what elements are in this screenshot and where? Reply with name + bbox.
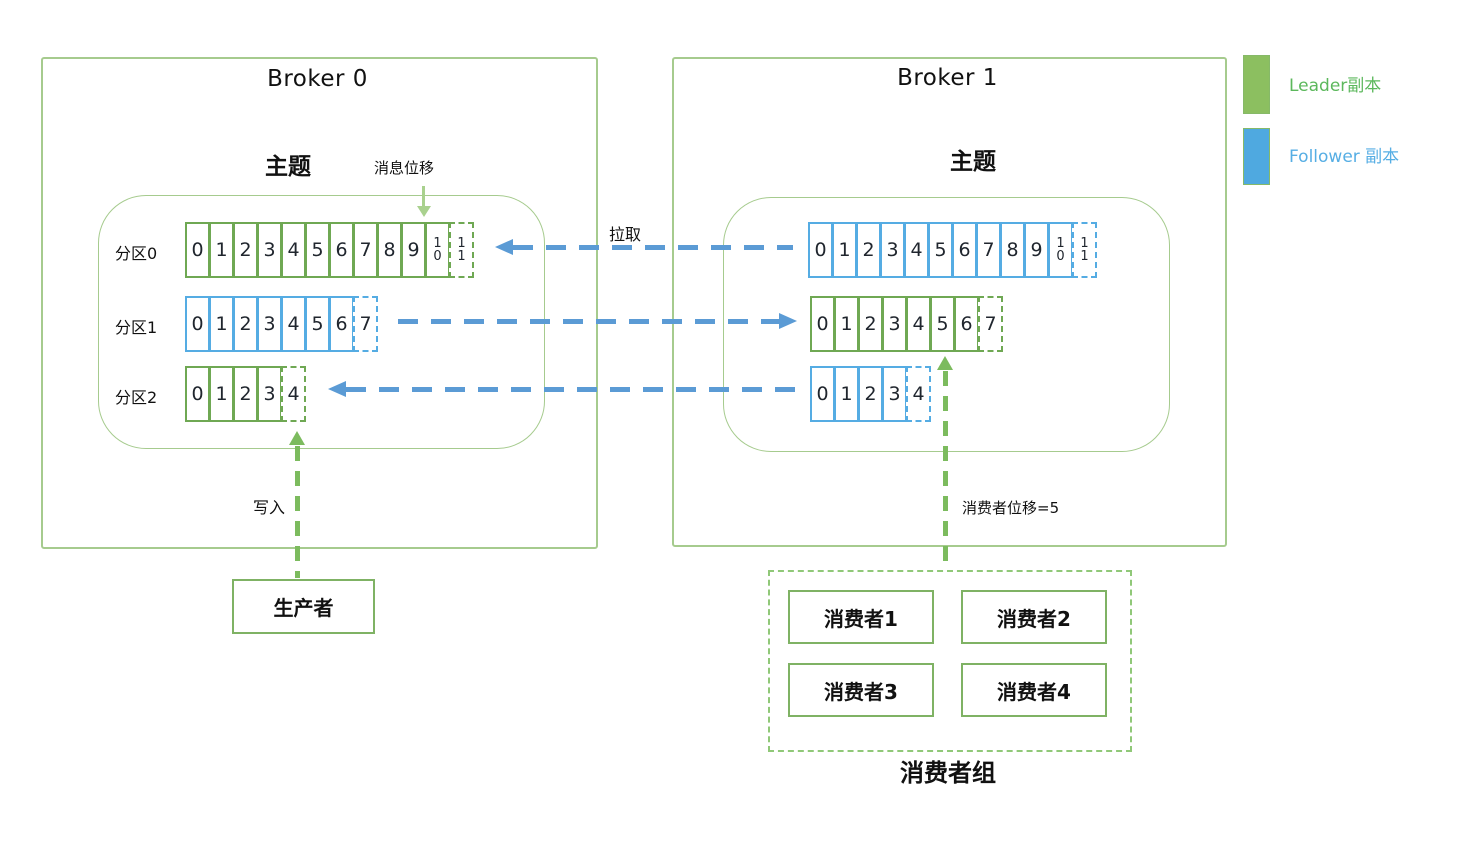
message-offset-arrowhead-icon — [417, 206, 431, 217]
offset-cell: 1 1 — [1072, 222, 1097, 278]
consumer-box-2: 消费者2 — [961, 590, 1107, 644]
pull-label: 拉取 — [609, 225, 642, 244]
offset-cell: 2 — [858, 296, 883, 352]
message-offset-arrow — [422, 186, 425, 207]
producer-box: 生产者 — [232, 579, 375, 634]
offset-cell: 4 — [281, 366, 306, 422]
consumer1-label: 消费者1 — [824, 606, 898, 631]
offset-cell: 8 — [1000, 222, 1025, 278]
offset-cell: 5 — [305, 296, 330, 352]
offset-cell: 1 0 — [1048, 222, 1073, 278]
offset-cell: 6 — [329, 296, 354, 352]
consumer-offset-label: 消费者位移=5 — [962, 499, 1060, 517]
pull-arrow-partition2 — [346, 387, 795, 392]
offset-cell: 3 — [257, 366, 282, 422]
consumer-group-label: 消费者组 — [900, 759, 996, 787]
offset-cell: 0 — [810, 296, 835, 352]
offset-cell: 1 1 — [449, 222, 474, 278]
pull-arrow-partition2-head-icon — [328, 381, 346, 397]
offset-cell: 9 — [1024, 222, 1049, 278]
offset-cell: 3 — [882, 366, 907, 422]
pull-arrow-partition1-head-icon — [779, 313, 797, 329]
offset-cell: 0 — [185, 222, 210, 278]
consumer-box-4: 消费者4 — [961, 663, 1107, 717]
offset-cell: 7 — [353, 222, 378, 278]
consumer-offset-arrow — [943, 371, 948, 570]
pull-arrow-partition0-head-icon — [495, 239, 513, 255]
offset-cell: 0 — [185, 296, 210, 352]
consumer-box-3: 消费者3 — [788, 663, 934, 717]
producer-write-arrowhead-icon — [289, 431, 305, 445]
offset-cell: 4 — [904, 222, 929, 278]
partition1-label: 分区1 — [115, 318, 158, 337]
offset-cell: 4 — [906, 296, 931, 352]
consumer3-label: 消费者3 — [824, 679, 898, 704]
leader-replica-swatch — [1243, 55, 1270, 114]
broker0-topic-label: 主题 — [265, 154, 311, 180]
offset-cell: 1 — [209, 296, 234, 352]
consumer2-label: 消费者2 — [997, 606, 1071, 631]
offset-cell: 1 — [209, 222, 234, 278]
follower-replica-swatch — [1243, 128, 1270, 185]
offset-cell: 4 — [906, 366, 931, 422]
offset-cell: 2 — [856, 222, 881, 278]
offset-cell: 0 — [810, 366, 835, 422]
pull-arrow-partition1 — [398, 319, 779, 324]
offset-cell: 2 — [858, 366, 883, 422]
offset-cell: 8 — [377, 222, 402, 278]
offset-cell: 2 — [233, 222, 258, 278]
offset-cell: 4 — [281, 222, 306, 278]
broker0-title: Broker 0 — [267, 66, 368, 92]
offset-cell: 1 — [834, 296, 859, 352]
offset-cell: 7 — [976, 222, 1001, 278]
message-offset-label: 消息位移 — [374, 159, 435, 177]
write-label: 写入 — [253, 498, 286, 517]
offset-cell: 6 — [954, 296, 979, 352]
leader-replica-label: Leader副本 — [1289, 76, 1382, 96]
offset-cell: 2 — [233, 296, 258, 352]
broker1-topic-label: 主题 — [950, 149, 996, 175]
offset-cell: 9 — [401, 222, 426, 278]
follower-replica-label: Follower 副本 — [1289, 147, 1400, 167]
offset-cell: 1 — [832, 222, 857, 278]
consumer4-label: 消费者4 — [997, 679, 1071, 704]
partition0-label: 分区0 — [115, 244, 158, 263]
partition2-label: 分区2 — [115, 388, 158, 407]
offset-cell: 7 — [353, 296, 378, 352]
offset-cell: 4 — [281, 296, 306, 352]
broker1-title: Broker 1 — [897, 65, 998, 91]
consumer-offset-arrowhead-icon — [937, 356, 953, 370]
offset-cell: 0 — [808, 222, 833, 278]
offset-cell: 3 — [257, 296, 282, 352]
offset-cell: 1 0 — [425, 222, 450, 278]
offset-cell: 3 — [257, 222, 282, 278]
producer-write-arrow — [295, 446, 300, 578]
consumer-box-1: 消费者1 — [788, 590, 934, 644]
producer-label: 生产者 — [273, 596, 334, 620]
offset-cell: 1 — [209, 366, 234, 422]
pull-arrow-partition0 — [513, 245, 793, 250]
offset-cell: 6 — [329, 222, 354, 278]
offset-cell: 0 — [185, 366, 210, 422]
offset-cell: 2 — [233, 366, 258, 422]
offset-cell: 6 — [952, 222, 977, 278]
offset-cell: 3 — [880, 222, 905, 278]
offset-cell: 5 — [305, 222, 330, 278]
offset-cell: 5 — [930, 296, 955, 352]
offset-cell: 7 — [978, 296, 1003, 352]
offset-cell: 3 — [882, 296, 907, 352]
offset-cell: 1 — [834, 366, 859, 422]
offset-cell: 5 — [928, 222, 953, 278]
